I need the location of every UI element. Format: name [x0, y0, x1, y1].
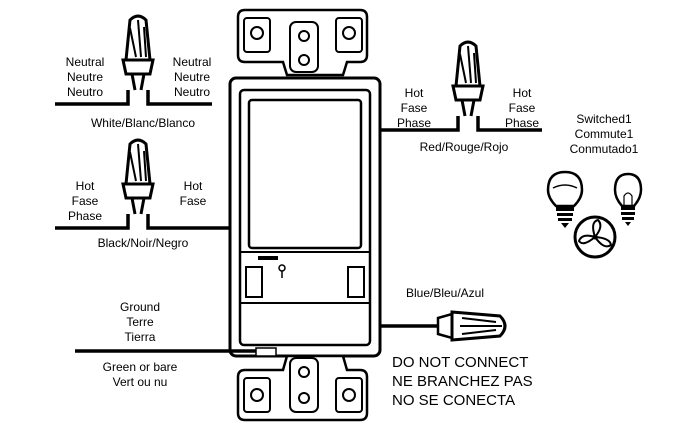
warning-line-3: NO SE CONECTA — [392, 392, 515, 409]
load-hot-right-line-2: Fase — [509, 101, 536, 115]
line-hot-wire-label: Black/Noir/Negro — [98, 236, 189, 250]
line-hot-wire-nut-icon — [121, 138, 155, 216]
ground-top-line-1: Ground — [120, 300, 160, 314]
neutral-left-line-2: Neutre — [67, 70, 103, 84]
neutral-right-line-1: Neutral — [173, 55, 212, 69]
switched-label: Switched1 Commute1 Conmutado1 — [570, 112, 639, 156]
load-hot-left-line-2: Fase — [401, 101, 428, 115]
line-hot-right-line-1: Hot — [184, 179, 203, 193]
neutral-wire-label: White/Blanc/Blanco — [91, 116, 195, 130]
blue-wire: Blue/Bleu/Azul DO NOT CONNECT NE BRANCHE… — [380, 286, 533, 409]
switched-line-1: Switched1 — [576, 112, 632, 126]
line-hot-left-line-3: Phase — [68, 209, 102, 223]
ground-screw — [255, 347, 277, 357]
left-slider — [245, 266, 263, 298]
line-hot-splice: Hot Fase Phase Hot Fase Black/Noir/Negro — [55, 138, 230, 250]
indicator-light — [258, 256, 278, 260]
load-hot-left-line-1: Hot — [405, 86, 424, 100]
neutral-left-line-1: Neutral — [66, 55, 105, 69]
ground-bottom-line-2: Vert ou nu — [113, 375, 168, 389]
warning-line-2: NE BRANCHEZ PAS — [392, 373, 533, 390]
dimmer-switch — [228, 8, 382, 422]
ground-top-line-3: Tierra — [125, 330, 156, 344]
warning-line-1: DO NOT CONNECT — [392, 354, 528, 371]
blue-wire-label: Blue/Bleu/Azul — [406, 286, 484, 300]
ground-top-line-2: Terre — [126, 315, 154, 329]
neutral-wire-nut-icon — [121, 14, 155, 92]
ground-wire: Ground Terre Tierra Green or bare Vert o… — [75, 300, 256, 389]
load-hot-right-line-1: Hot — [513, 86, 532, 100]
incandescent-bulb-icon — [613, 172, 643, 226]
right-slider — [347, 266, 365, 298]
line-hot-right-line-2: Fase — [180, 194, 207, 208]
neutral-left-line-3: Neutro — [67, 85, 103, 99]
load-hot-splice: Hot Fase Phase Hot Fase Phase Red/Rouge/… — [380, 40, 542, 154]
ground-bottom-line-1: Green or bare — [103, 360, 178, 374]
blue-wire-nut-icon — [436, 310, 507, 342]
line-hot-left-line-2: Fase — [72, 194, 99, 208]
line-hot-left-line-1: Hot — [76, 179, 95, 193]
neutral-right-line-2: Neutre — [174, 70, 210, 84]
led-bulb-icon — [546, 170, 584, 228]
neutral-right-line-3: Neutro — [174, 85, 210, 99]
fan-icon — [573, 215, 617, 259]
paddle — [247, 98, 363, 250]
load-hot-right-line-3: Phase — [505, 116, 539, 130]
switched-line-3: Conmutado1 — [570, 142, 639, 156]
load-hot-left-line-3: Phase — [397, 116, 431, 130]
switched-line-2: Commute1 — [575, 127, 634, 141]
neutral-splice: Neutral Neutre Neutro Neutral Neutre Neu… — [55, 14, 212, 130]
bottom-mounting-strap — [236, 354, 369, 422]
load-hot-wire-nut-icon — [451, 40, 485, 118]
top-mounting-strap — [236, 8, 369, 77]
load-hot-wire-label: Red/Rouge/Rojo — [420, 140, 509, 154]
